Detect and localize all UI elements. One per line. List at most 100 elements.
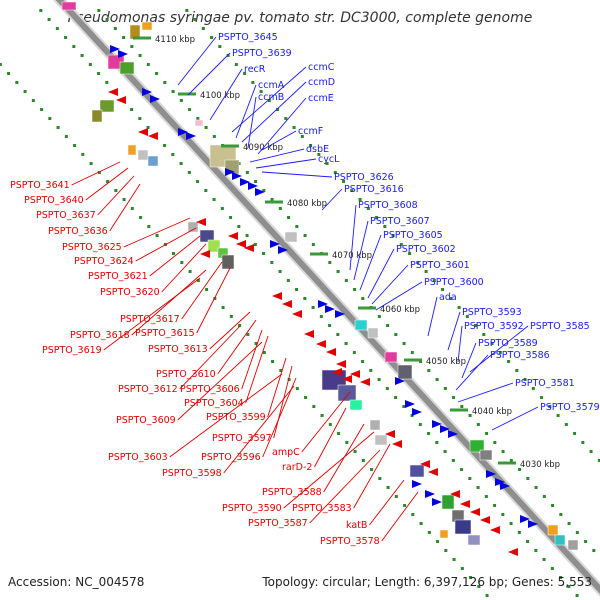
reverse-gene-arrow	[148, 132, 158, 140]
forward-gene-arrow	[440, 425, 450, 433]
forward-gene-label: ccmE	[308, 93, 334, 104]
forward-gene-arrow	[225, 168, 235, 176]
reverse-gene-label: PSPTO_3599	[206, 412, 266, 423]
forward-gene-arrow	[118, 50, 128, 58]
scale-tick-label: 4100 kbp	[200, 91, 240, 101]
cog-box	[127, 144, 137, 156]
forward-gene-leader	[367, 248, 395, 299]
reverse-gene-leader	[273, 365, 293, 439]
forward-gene-label: ada	[439, 292, 457, 303]
reverse-gene-label: PSPTO_3606	[180, 384, 240, 395]
forward-gene-arrow	[318, 300, 328, 308]
reverse-gene-label: PSPTO_3620	[100, 287, 160, 298]
outer-tick-dots-left	[0, 63, 489, 597]
scale-tick-label: 4070 kbp	[332, 251, 372, 261]
reverse-gene-label: PSPTO_3637	[36, 210, 96, 221]
cog-box	[187, 221, 199, 233]
reverse-gene-label: rarD-2	[282, 462, 312, 473]
forward-gene-label: PSPTO_3645	[218, 32, 278, 43]
cog-box	[221, 254, 235, 270]
forward-gene-label: ccmF	[298, 126, 323, 137]
reverse-gene-arrow	[392, 440, 402, 448]
cog-box	[354, 319, 368, 331]
reverse-gene-leader	[149, 235, 201, 277]
forward-gene-arrow	[520, 515, 530, 523]
reverse-gene-label: PSPTO_3609	[116, 415, 176, 426]
reverse-gene-leader	[161, 243, 207, 293]
reverse-gene-arrow	[336, 360, 346, 368]
forward-gene-arrow	[412, 480, 422, 488]
forward-gene-arrow	[248, 182, 258, 190]
cog-box	[119, 61, 135, 75]
scale-tick-label: 4080 kbp	[287, 199, 327, 209]
cog-box	[374, 434, 388, 446]
reverse-gene-leader	[85, 167, 129, 201]
forward-gene-leader	[235, 84, 257, 139]
reverse-gene-label: PSPTO_3588	[262, 487, 322, 498]
forward-gene-arrow	[432, 498, 442, 506]
forward-gene-leader	[247, 96, 257, 149]
cog-box	[91, 109, 103, 123]
reverse-gene-label: ampC	[272, 447, 300, 458]
genome-summary: Topology: circular; Length: 6,397,126 bp…	[262, 575, 592, 589]
forward-gene-arrow	[528, 520, 538, 528]
reverse-gene-leader	[241, 329, 263, 390]
forward-gene-leader	[177, 36, 217, 86]
forward-gene-arrow	[405, 400, 415, 408]
reverse-gene-arrow	[450, 490, 460, 498]
reverse-gene-label: PSPTO_3587	[248, 518, 308, 529]
forward-gene-leader	[209, 68, 243, 121]
forward-gene-arrow	[432, 420, 442, 428]
forward-gene-arrow	[325, 305, 335, 313]
cog-box	[207, 239, 221, 253]
cog-box	[439, 529, 449, 539]
genome-title: Pseudomonas syringae pv. tomato str. DC3…	[67, 10, 533, 26]
forward-gene-label: PSPTO_3586	[490, 350, 550, 361]
forward-gene-label: PSPTO_3585	[530, 321, 590, 332]
reverse-gene-arrow	[282, 300, 292, 308]
cog-box	[454, 519, 472, 535]
reverse-gene-leader	[179, 325, 241, 390]
reverse-gene-arrow	[490, 526, 500, 534]
reverse-gene-leader	[109, 183, 141, 232]
forward-gene-arrow	[425, 490, 435, 498]
forward-gene-arrow	[270, 240, 280, 248]
scale-tick-label: 4060 kbp	[380, 305, 420, 315]
reverse-gene-leader	[217, 319, 257, 375]
reverse-gene-leader	[262, 377, 297, 458]
forward-gene-label: ccmD	[308, 77, 335, 88]
forward-gene-leader	[241, 81, 307, 143]
forward-gene-label: PSPTO_3616	[344, 184, 404, 195]
forward-gene-arrow	[142, 88, 152, 96]
reverse-gene-label: PSPTO_3612	[118, 384, 178, 395]
reverse-gene-arrow	[360, 378, 370, 386]
forward-gene-leader	[371, 264, 409, 305]
reverse-gene-leader	[309, 449, 381, 524]
reverse-gene-arrow	[480, 516, 490, 524]
reverse-gene-leader	[381, 491, 419, 542]
reverse-gene-label: PSPTO_3604	[184, 398, 244, 409]
genome-backbone	[55, 0, 600, 594]
reverse-gene-arrow	[332, 368, 342, 376]
cog-box	[467, 534, 481, 546]
forward-gene-leader	[491, 406, 539, 431]
reverse-gene-leader	[267, 357, 287, 418]
reverse-gene-label: PSPTO_3578	[320, 536, 380, 547]
forward-gene-arrow	[448, 430, 458, 438]
reverse-gene-arrow	[200, 250, 210, 258]
forward-gene-leader	[455, 354, 489, 391]
forward-gene-label: ccmC	[308, 62, 335, 73]
cog-box	[567, 539, 579, 551]
forward-gene-leader	[375, 281, 423, 311]
forward-gene-label: PSPTO_3626	[334, 172, 394, 183]
reverse-gene-leader	[196, 267, 231, 334]
cog-box	[284, 231, 298, 243]
forward-gene-leader	[249, 148, 305, 163]
reverse-gene-label: PSPTO_3613	[148, 344, 208, 355]
reverse-gene-arrow	[304, 330, 314, 338]
reverse-gene-label: PSPTO_3625	[62, 242, 122, 253]
reverse-gene-label: PSPTO_3597	[212, 433, 272, 444]
cog-box	[409, 464, 425, 478]
reverse-gene-leader	[135, 227, 197, 262]
